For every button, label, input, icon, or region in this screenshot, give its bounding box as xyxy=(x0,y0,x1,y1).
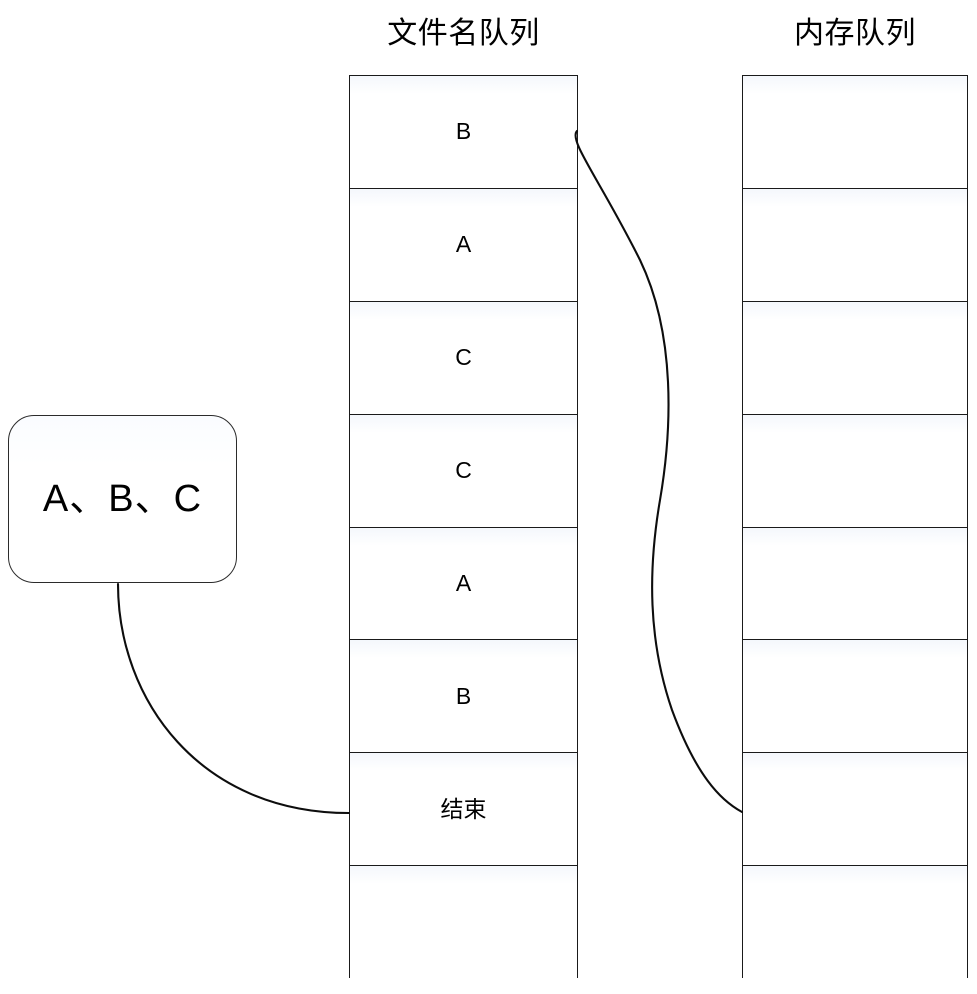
memory-queue-cell-6[interactable] xyxy=(743,753,967,867)
memory-queue-cell-0[interactable] xyxy=(743,76,967,189)
memory-queue-cell-3[interactable] xyxy=(743,414,967,528)
memory-queue-cell-4[interactable] xyxy=(743,527,967,641)
filename-queue-cell-0[interactable]: B xyxy=(350,76,577,189)
filename-queue-cell-1[interactable]: A xyxy=(350,188,577,302)
filename-queue-cell-3[interactable]: C xyxy=(350,414,577,528)
cell-label: B xyxy=(455,682,472,709)
memory-queue-cell-2[interactable] xyxy=(743,301,967,415)
memory-queue-cell-7[interactable] xyxy=(743,866,967,979)
cell-label: 结束 xyxy=(440,795,487,822)
filename-queue-cell-6[interactable]: 结束 xyxy=(350,753,577,867)
filename-queue-cell-2[interactable]: C xyxy=(350,301,577,415)
input-batch-label: A、B、C xyxy=(42,478,203,520)
filename-queue-cell-7[interactable] xyxy=(350,866,577,979)
cell-label: C xyxy=(455,344,472,371)
cell-label: C xyxy=(455,457,472,484)
cell-label: A xyxy=(455,569,472,596)
filename-queue-cell-4[interactable]: A xyxy=(350,527,577,641)
filename-queue-title: 文件名队列 xyxy=(387,17,540,50)
memory-queue-title: 内存队列 xyxy=(794,17,916,50)
memory-queue xyxy=(742,75,968,979)
memory-queue-cell-1[interactable] xyxy=(743,188,967,302)
filename-queue-cell-5[interactable]: B xyxy=(350,640,577,754)
memory-queue-cell-5[interactable] xyxy=(743,640,967,754)
connector-filename-queue-to-memory-queue xyxy=(574,129,744,814)
connector-source-to-filename-queue xyxy=(116,582,351,815)
cell-label: A xyxy=(455,231,472,258)
filename-queue: B A C C A B 结束 xyxy=(349,75,578,979)
input-batch-box[interactable]: A、B、C xyxy=(8,415,237,583)
cell-label: B xyxy=(455,118,472,145)
